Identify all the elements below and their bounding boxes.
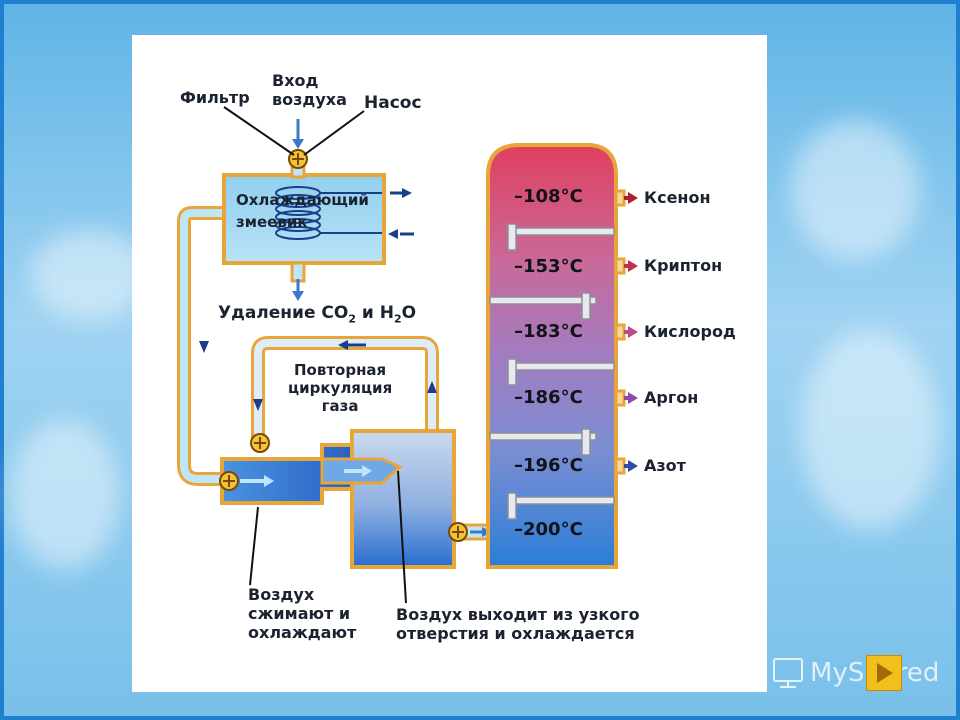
removal-text: и H: [355, 303, 394, 323]
play-button[interactable]: [866, 655, 902, 691]
recirculation-label: Повторная циркуляция газа: [288, 361, 393, 415]
pump-label: Насос: [364, 93, 422, 113]
diagram-graphic: [177, 106, 638, 604]
coil-label: Охлаждающий змеевик: [236, 191, 369, 231]
cloud-decoration: [30, 230, 150, 320]
removal-label: Удаление CO2 и H2O: [218, 303, 416, 325]
temperature-label: –200°C: [514, 519, 583, 540]
myshared-logo-icon: [773, 658, 803, 688]
product-label: Азот: [644, 456, 686, 475]
diagram-panel: Фильтр Вход воздуха Насос Охлаждающий зм…: [132, 35, 767, 692]
temperature-label: –153°C: [514, 256, 583, 277]
removal-subscript: 2: [393, 312, 402, 326]
filter-label: Фильтр: [180, 88, 250, 107]
temperature-label: –196°C: [514, 455, 583, 476]
temperature-label: –183°C: [514, 321, 583, 342]
product-label: Аргон: [644, 388, 699, 407]
cloud-decoration: [10, 420, 120, 570]
compress-label: Воздух сжимают и охлаждают: [248, 585, 357, 642]
play-icon: [877, 663, 893, 683]
product-label: Ксенон: [644, 188, 711, 207]
air-inlet-label: Вход воздуха: [272, 71, 347, 109]
product-label: Кислород: [644, 322, 736, 341]
removal-subscript: 2: [348, 312, 356, 326]
removal-text: O: [401, 303, 417, 323]
expand-label: Воздух выходит из узкого отверстия и охл…: [396, 605, 640, 643]
removal-text: Удаление CO: [218, 303, 349, 323]
cloud-decoration: [800, 330, 940, 530]
product-label: Криптон: [644, 256, 723, 275]
cloud-decoration: [790, 120, 920, 260]
temperature-label: –186°C: [514, 387, 583, 408]
temperature-label: –108°C: [514, 186, 583, 207]
